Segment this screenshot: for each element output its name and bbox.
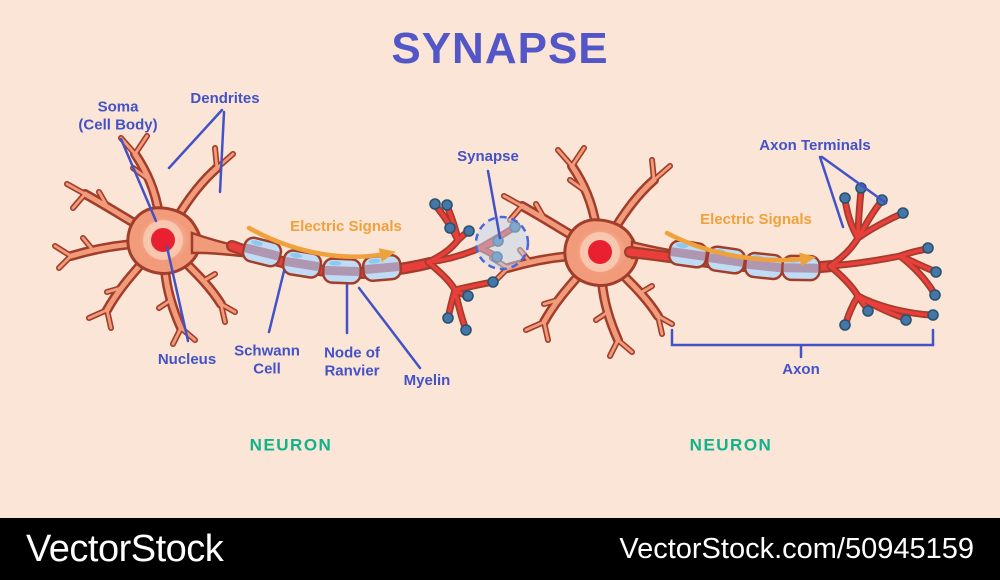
watermark-bar: VectorStock VectorStock.com/50945159 [0, 518, 1000, 580]
neuron-right-label: NEURON [689, 435, 773, 455]
dendrites-leader-1 [167, 108, 224, 170]
dendrites-label: Dendrites [190, 89, 260, 107]
node-of-ranvier-label: Node of Ranvier [324, 344, 380, 380]
neuron-left-label: NEURON [249, 435, 333, 455]
myelin-sheaths-left [239, 234, 403, 285]
synapse-label: Synapse [457, 147, 519, 165]
schwann-cell-label: Schwann Cell [234, 342, 300, 378]
myelin-label: Myelin [403, 371, 451, 389]
dendrites-leader-2 [218, 110, 226, 194]
page-title: SYNAPSE [391, 24, 609, 73]
axon-label: Axon [782, 360, 820, 378]
nucleus-label: Nucleus [157, 350, 217, 368]
label-leader-lines [119, 108, 935, 370]
electric-signal-arrows [246, 225, 816, 267]
synapse-leader [486, 169, 502, 240]
electric-signals-right-label: Electric Signals [700, 210, 812, 228]
nucleus-leader [165, 245, 190, 343]
schwann-cell-leader [267, 269, 286, 334]
watermark-brand: VectorStock [26, 527, 224, 570]
electric-signal-arrow-right [664, 230, 816, 267]
axon-bracket [670, 328, 935, 359]
electric-signal-arrow-left [246, 225, 396, 262]
axon-terminals-leader-2 [820, 155, 888, 205]
axon-terminals-right-branches [826, 186, 938, 327]
soma-leader [119, 137, 158, 223]
axon-terminals-leader-1 [818, 155, 845, 229]
neuron-left-cell [55, 136, 244, 344]
watermark-site-ref: VectorStock.com/50945159 [619, 532, 974, 565]
axon-terminals-label: Axon Terminals [759, 136, 871, 154]
electric-signals-left-label: Electric Signals [290, 217, 402, 235]
myelin-leader [357, 286, 422, 370]
soma-label: Soma (Cell Body) [78, 98, 158, 134]
synapse-highlight-circle [474, 215, 530, 271]
